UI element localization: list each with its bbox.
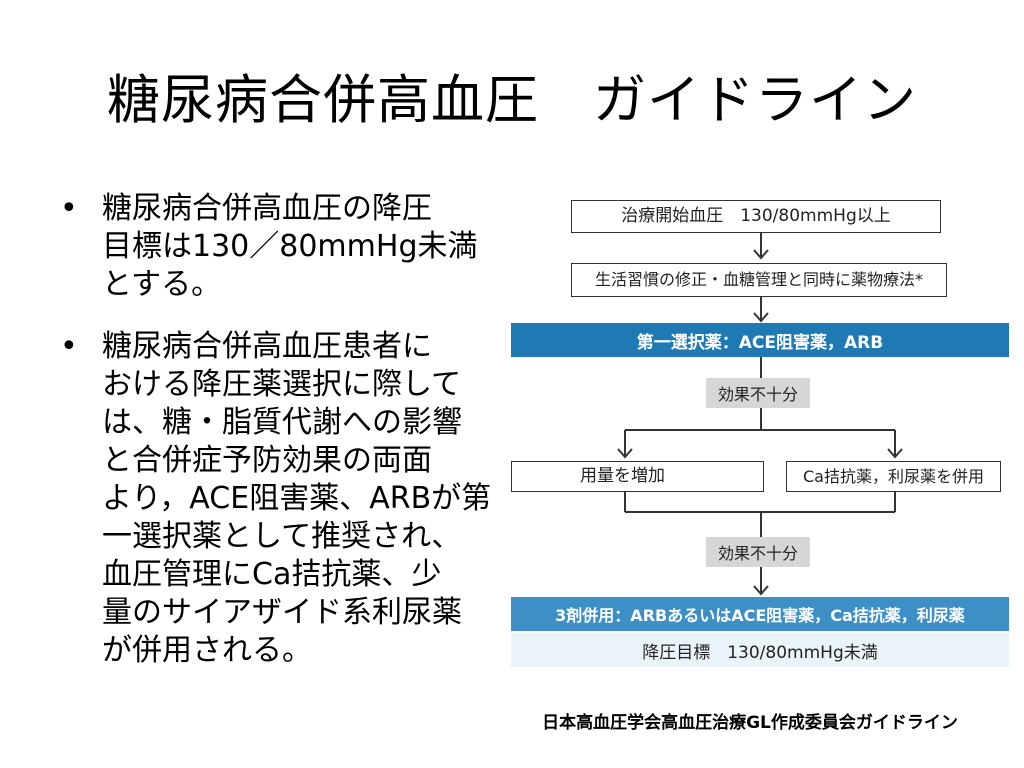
triple-combination-band: 3剤併用：ARBあるいはACE阻害薬，Ca拮抗薬，利尿薬 [511, 597, 1009, 631]
add-ca-diuretic-box: Ca拮抗薬，利尿薬を併用 [786, 461, 1001, 492]
bp-target-band: 降圧目標 130/80mmHg未満 [511, 633, 1009, 667]
bullet-line: より，ACE阻害薬、ARBが第 [102, 481, 492, 516]
bullet-item-target: • 糖尿病合併高血圧の降圧 目標は130／80mmHg未満 とする。 [60, 190, 500, 304]
first-line-drug-band: 第一選択薬：ACE阻害薬，ARB [511, 323, 1009, 357]
insufficient-effect-box-2: 効果不十分 [706, 537, 810, 567]
arrow-head [753, 249, 769, 260]
bullet-line: 量のサイアザイド系利尿薬 [102, 595, 462, 630]
bullet-line: 血圧管理にCa拮抗薬、少 [102, 557, 442, 592]
bullet-marker: • [60, 329, 78, 364]
slide-title: 糖尿病合併高血圧 ガイドライン [107, 70, 917, 131]
increase-dose-box: 用量を増加 [511, 461, 764, 492]
arrow-head [617, 448, 633, 459]
bullet-line: おける降圧薬選択に際して [102, 367, 462, 402]
bullet-marker: • [60, 191, 78, 226]
lifestyle-therapy-box: 生活習慣の修正・血糖管理と同時に薬物療法* [571, 263, 947, 297]
bullet-line: と合併症予防効果の両面 [102, 443, 432, 478]
bullet-item-drug-selection: • 糖尿病合併高血圧患者に おける降圧薬選択に際して は、糖・脂質代謝への影響 … [60, 328, 500, 670]
bullet-line: 目標は130／80mmHg未満 [102, 229, 478, 264]
source-caption: 日本高血圧学会高血圧治療GL作成委員会ガイドライン [542, 713, 958, 733]
bullet-line: は、糖・脂質代謝への影響 [102, 405, 462, 440]
insufficient-effect-box-1: 効果不十分 [706, 378, 810, 408]
arrow-head [753, 312, 769, 323]
bullet-line: 糖尿病合併高血圧患者に [102, 329, 432, 364]
start-bp-box: 治療開始血圧 130/80mmHg以上 [571, 200, 941, 233]
bullet-line: とする。 [102, 267, 222, 302]
bullet-line: 一選択薬として推奨され、 [102, 519, 462, 554]
bullet-line: が併用される。 [102, 633, 312, 668]
arrow-head [887, 448, 903, 459]
bullet-line: 糖尿病合併高血圧の降圧 [102, 191, 432, 226]
bullet-list: • 糖尿病合併高血圧の降圧 目標は130／80mmHg未満 とする。 • 糖尿病… [60, 190, 500, 694]
arrow-head [753, 585, 769, 596]
